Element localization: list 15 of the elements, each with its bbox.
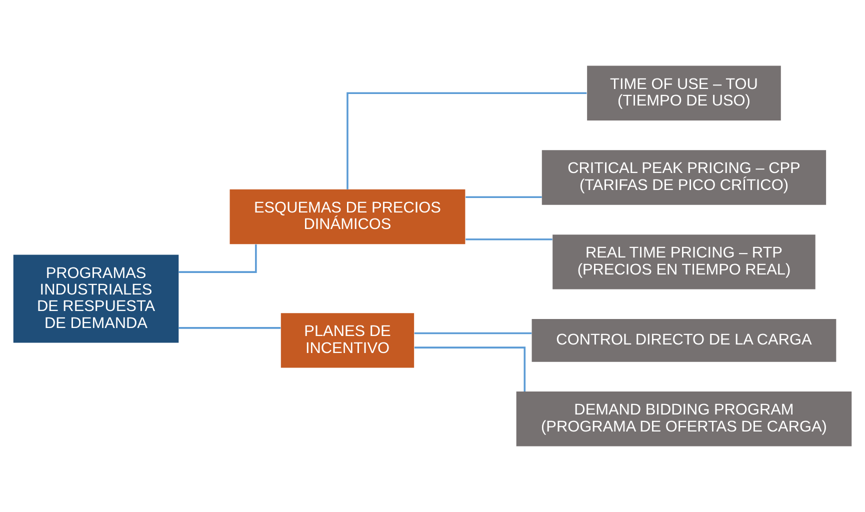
connector <box>414 332 532 334</box>
connector <box>414 346 526 392</box>
connector <box>346 92 587 190</box>
node-box: CONTROL DIRECTO DE LA CARGA <box>532 319 836 362</box>
connector <box>466 238 552 240</box>
node-box: PROGRAMAS INDUSTRIALES DE RESPUESTA DE DEMANDA <box>13 254 179 343</box>
connector <box>178 244 257 273</box>
node-box: CRITICAL PEAK PRICING – CPP (TARIFAS DE PICO CRÍTICO) <box>542 150 826 205</box>
node-box: ESQUEMAS DE PRECIOS DINÁMICOS <box>230 189 466 244</box>
node-box: PLANES DE INCENTIVO <box>280 313 414 368</box>
connector <box>178 327 281 329</box>
connector <box>466 196 542 198</box>
node-box: TIME OF USE – TOU (TIEMPO DE USO) <box>587 66 781 120</box>
node-box: DEMAND BIDDING PROGRAM (PROGRAMA DE OFERTAS DE CARGA) <box>516 392 852 446</box>
node-box: REAL TIME PRICING – RTP (PRECIOS EN TIEMPO REAL) <box>552 234 816 290</box>
